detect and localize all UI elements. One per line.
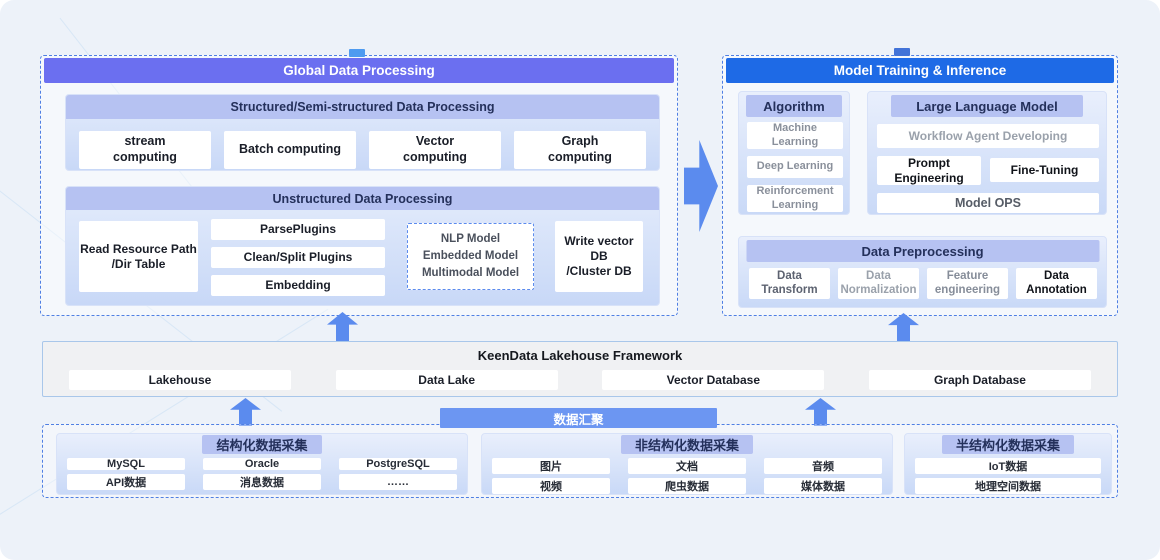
prompt-engineering-box: Prompt Engineering xyxy=(877,156,981,185)
data-preprocessing-title: Data Preprocessing xyxy=(746,240,1099,262)
video-data-box: 视频 xyxy=(492,478,610,494)
section-notch xyxy=(894,48,910,56)
algorithm-group: Algorithm Machine Learning Deep Learning… xyxy=(738,91,850,215)
graph-computing-box: Graph computing xyxy=(514,131,646,169)
read-resource-path-box: Read Resource Path /Dir Table xyxy=(79,221,198,292)
structured-collection-grid: MySQL Oracle PostgreSQL API数据 消息数据 …… xyxy=(57,454,467,496)
batch-computing-box: Batch computing xyxy=(224,131,356,169)
iot-data-box: IoT数据 xyxy=(915,458,1101,474)
oracle-box: Oracle xyxy=(203,458,321,470)
vector-database-box: Vector Database xyxy=(602,370,825,390)
nlp-model-box: NLP Model Embedded Model Multimodal Mode… xyxy=(407,223,534,290)
machine-learning-box: Machine Learning xyxy=(747,122,843,149)
global-data-processing-header: Global Data Processing xyxy=(44,58,674,83)
image-data-box: 图片 xyxy=(492,458,610,474)
semi-structured-collection-title: 半结构化数据采集 xyxy=(941,435,1074,454)
workflow-agent-developing-box: Workflow Agent Developing xyxy=(877,124,1099,148)
postgresql-box: PostgreSQL xyxy=(339,458,457,470)
model-ops-box: Model OPS xyxy=(877,193,1099,213)
large-language-model-title: Large Language Model xyxy=(891,95,1083,117)
lakehouse-box: Lakehouse xyxy=(69,370,291,390)
lakehouse-framework-bar: KeenData Lakehouse Framework Lakehouse D… xyxy=(42,341,1118,397)
section-notch xyxy=(349,49,365,57)
unstructured-collection-grid: 图片 文档 音频 视频 爬虫数据 媒体数据 xyxy=(482,454,892,500)
unstructured-collection-title: 非结构化数据采集 xyxy=(620,435,753,454)
large-language-model-group: Large Language Model Workflow Agent Deve… xyxy=(867,91,1107,215)
stream-computing-box: stream computing xyxy=(79,131,211,169)
audio-data-box: 音频 xyxy=(764,458,882,474)
data-aggregation-header: 数据汇聚 xyxy=(440,408,717,428)
data-lake-box: Data Lake xyxy=(335,370,558,390)
crawler-data-box: 爬虫数据 xyxy=(628,478,746,494)
ellipsis-box: …… xyxy=(339,474,457,490)
api-data-box: API数据 xyxy=(67,474,185,490)
unstructured-collection-group: 非结构化数据采集 图片 文档 音频 视频 爬虫数据 媒体数据 xyxy=(481,433,893,495)
embedding-box: Embedding xyxy=(211,275,385,296)
flow-arrow-right-icon xyxy=(684,140,718,232)
data-preprocessing-group: Data Preprocessing Data Transform Data N… xyxy=(738,236,1107,308)
vector-computing-box: Vector computing xyxy=(369,131,501,169)
media-data-box: 媒体数据 xyxy=(764,478,882,494)
write-vector-db-box: Write vector DB /Cluster DB xyxy=(555,221,643,292)
up-arrow-icon xyxy=(805,398,836,426)
up-arrow-icon xyxy=(230,398,261,426)
structured-processing-body: stream computing Batch computing Vector … xyxy=(66,119,659,170)
reinforcement-learning-box: Reinforcement Learning xyxy=(747,185,843,212)
geospatial-data-box: 地理空间数据 xyxy=(915,478,1101,494)
model-training-section: Model Training & Inference Algorithm Mac… xyxy=(722,48,1118,316)
fine-tuning-box: Fine-Tuning xyxy=(990,158,1099,182)
graph-database-box: Graph Database xyxy=(868,370,1091,390)
unstructured-processing-title: Unstructured Data Processing xyxy=(66,187,659,210)
data-aggregation-section: 结构化数据采集 MySQL Oracle PostgreSQL API数据 消息… xyxy=(42,424,1118,498)
data-transform-box: Data Transform xyxy=(749,268,830,299)
global-data-processing-section: Global Data Processing Structured/Semi-s… xyxy=(40,49,678,316)
structured-processing-title: Structured/Semi-structured Data Processi… xyxy=(66,95,659,119)
message-data-box: 消息数据 xyxy=(203,474,321,490)
structured-collection-title: 结构化数据采集 xyxy=(202,435,322,454)
structured-processing-subsection: Structured/Semi-structured Data Processi… xyxy=(65,94,660,171)
document-data-box: 文档 xyxy=(628,458,746,474)
unstructured-processing-body: Read Resource Path /Dir Table ParsePlugi… xyxy=(66,210,659,305)
data-annotation-box: Data Annotation xyxy=(1016,268,1097,299)
algorithm-title: Algorithm xyxy=(746,95,842,117)
mysql-box: MySQL xyxy=(67,458,185,470)
unstructured-processing-subsection: Unstructured Data Processing Read Resour… xyxy=(65,186,660,306)
data-normalization-box: Data Normalization xyxy=(838,268,919,299)
up-arrow-icon xyxy=(888,313,919,342)
up-arrow-icon xyxy=(327,312,358,342)
deep-learning-box: Deep Learning xyxy=(747,156,843,178)
clean-split-plugins-box: Clean/Split Plugins xyxy=(211,247,385,268)
feature-engineering-box: Feature engineering xyxy=(927,268,1008,299)
parse-plugins-box: ParsePlugins xyxy=(211,219,385,240)
lakehouse-framework-title: KeenData Lakehouse Framework xyxy=(477,348,683,363)
lakehouse-boxes: Lakehouse Data Lake Vector Database Grap… xyxy=(69,370,1091,390)
model-training-header: Model Training & Inference xyxy=(726,58,1114,83)
semi-structured-collection-group: 半结构化数据采集 IoT数据 地理空间数据 xyxy=(904,433,1112,495)
structured-collection-group: 结构化数据采集 MySQL Oracle PostgreSQL API数据 消息… xyxy=(56,433,468,495)
semi-structured-collection-grid: IoT数据 地理空间数据 xyxy=(905,454,1111,500)
plugins-stack: ParsePlugins Clean/Split Plugins Embeddi… xyxy=(211,219,385,296)
